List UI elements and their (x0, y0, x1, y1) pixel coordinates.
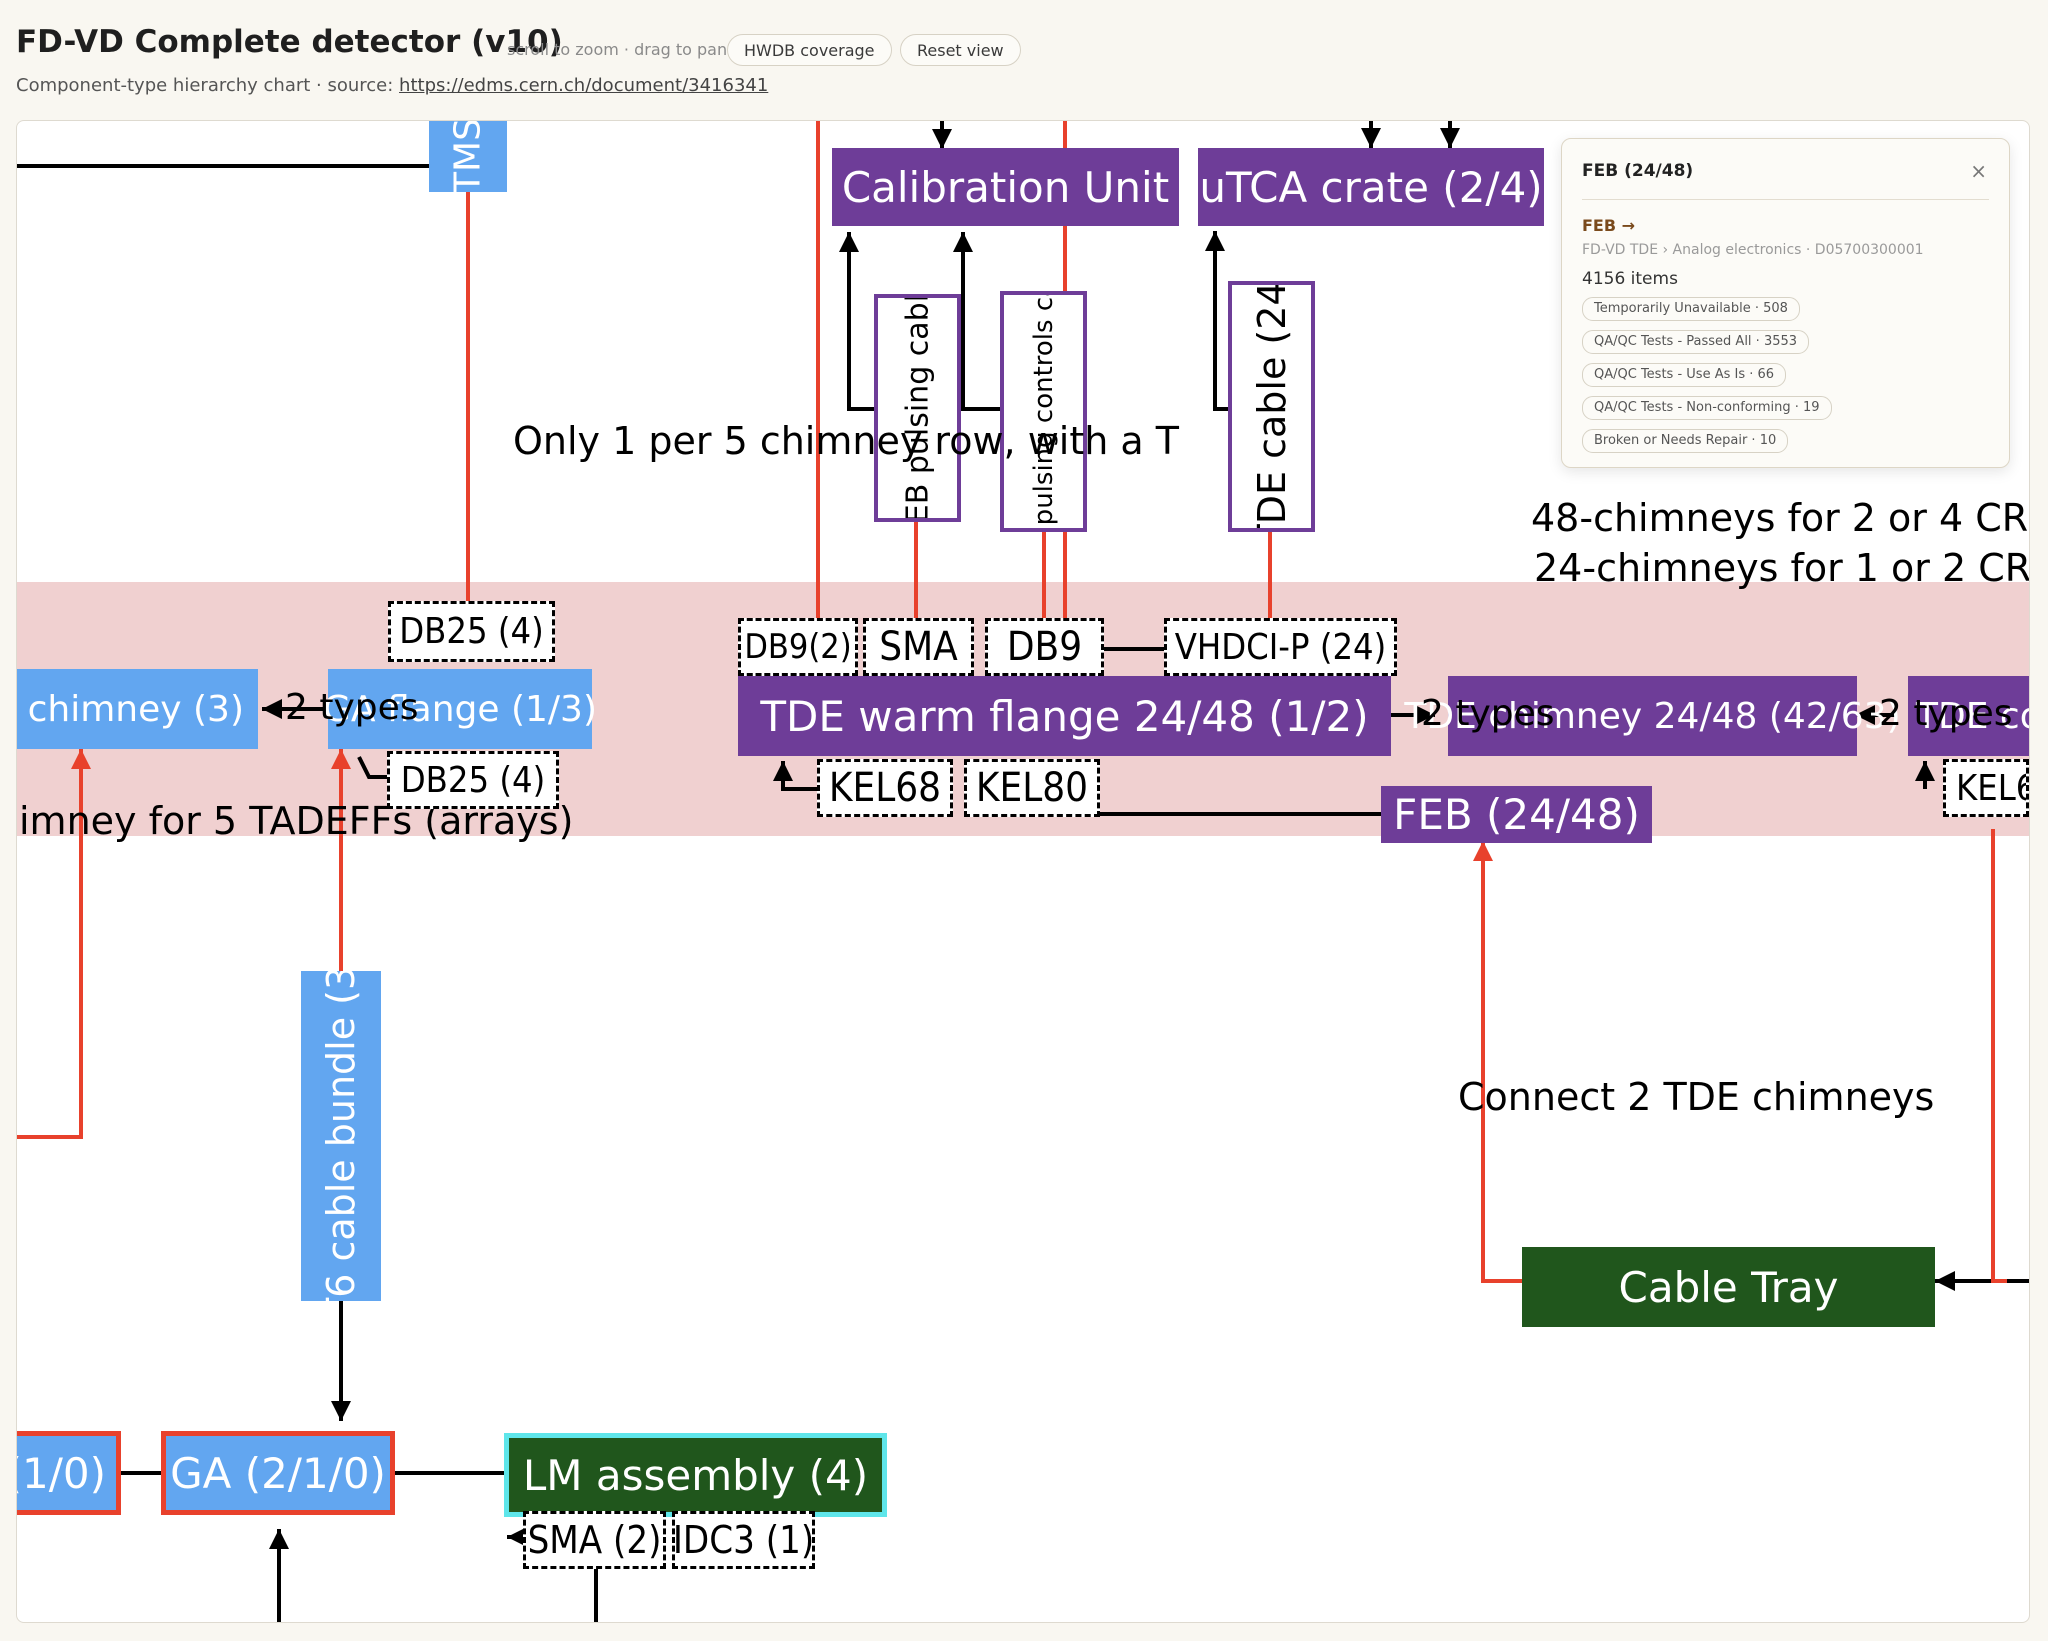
node-t6-cable-bundle[interactable]: T6 cable bundle (3) (301, 971, 381, 1301)
subtitle-prefix: Component-type hierarchy chart · source: (16, 75, 400, 96)
edge-kel-to-warm-flange (773, 761, 817, 791)
node-utca-crate[interactable]: uTCA crate (2/4) (1198, 148, 1544, 226)
edge-red-left-to-ns-chimney (17, 749, 91, 1139)
node-ga-left[interactable]: (1/0) (17, 1431, 121, 1515)
annotation-48-chimneys: 48-chimneys for 2 or 4 CRP (1531, 496, 2030, 540)
port-vhdci[interactable]: VHDCI-P (24) (1164, 618, 1397, 676)
port-sma-2[interactable]: SMA (2) (523, 1511, 666, 1569)
page-title: FD-VD Complete detector (v10) (16, 24, 563, 60)
label-two-types-left: 2 types (285, 687, 419, 728)
status-chip[interactable]: Broken or Needs Repair · 10 (1582, 429, 1789, 453)
node-tde-right[interactable]: TDE col (1908, 676, 2029, 756)
page-subtitle: Component-type hierarchy chart · source:… (16, 75, 768, 96)
info-panel-divider (1582, 199, 1989, 200)
node-tde-cable[interactable]: TDE cable (24) (1228, 281, 1315, 532)
node-ns-chimney[interactable]: NS chimney (3) (17, 669, 258, 749)
annotation-24-chimneys: 24-chimneys for 1 or 2 CRP (1534, 546, 2030, 590)
port-sma[interactable]: SMA (863, 618, 974, 676)
info-panel-path: FD-VD TDE › Analog electronics · D057003… (1582, 242, 1924, 258)
port-db9[interactable]: DB9 (985, 618, 1104, 676)
status-chip[interactable]: Temporarily Unavailable · 508 (1582, 297, 1800, 321)
edge-red-cable-tray-to-feb (1473, 841, 1522, 1283)
edge-feb-pulsing-to-calibration (839, 232, 874, 411)
port-kel-right[interactable]: KEL6 (1943, 759, 2029, 817)
node-lm-assembly[interactable]: LM assembly (4) (504, 1433, 887, 1517)
node-cable-tray[interactable]: Cable Tray (1522, 1247, 1935, 1327)
info-panel-count: 4156 items (1582, 269, 1678, 289)
zoom-hint: scroll to zoom · drag to pan (507, 40, 728, 59)
label-two-types-mid: 2 types (1421, 693, 1555, 734)
close-icon[interactable]: × (1970, 159, 1987, 183)
hwdb-coverage-button[interactable]: HWDB coverage (727, 34, 892, 66)
diagram-edges (17, 121, 2029, 1622)
node-tms[interactable]: TMS (429, 121, 507, 192)
source-link[interactable]: https://edms.cern.ch/document/3416341 (399, 75, 769, 96)
node-tde-warm-flange[interactable]: TDE warm flange 24/48 (1/2) (738, 676, 1391, 756)
status-chips: Temporarily Unavailable · 508 QA/QC Test… (1582, 297, 1832, 462)
reset-view-button[interactable]: Reset view (900, 34, 1021, 66)
port-kel80[interactable]: KEL80 (964, 759, 1100, 817)
info-panel-link[interactable]: FEB → (1582, 216, 1636, 235)
edge-db25-to-ga-flange (357, 756, 387, 779)
node-feb-pulsing-controls-cable[interactable]: FEB pulsing controls cable (1000, 291, 1087, 532)
info-panel: FEB (24/48) × FEB → FD-VD TDE › Analog e… (1561, 138, 2010, 468)
port-db25-bottom[interactable]: DB25 (4) (387, 751, 559, 809)
label-two-types-right: 2 types (1879, 693, 2013, 734)
status-chip[interactable]: QA/QC Tests - Passed All · 3553 (1582, 330, 1810, 354)
port-db25-top[interactable]: DB25 (4) (388, 601, 555, 662)
node-calibration-unit[interactable]: Calibration Unit (832, 148, 1179, 226)
status-chip[interactable]: QA/QC Tests - Use As Is · 66 (1582, 363, 1787, 387)
node-ga[interactable]: GA (2/1/0) (161, 1431, 395, 1515)
edge-red-right-to-cable-tray (1991, 829, 2007, 1283)
port-db9-2[interactable]: DB9(2) (738, 618, 858, 676)
status-chip[interactable]: QA/QC Tests - Non-conforming · 19 (1582, 396, 1832, 420)
annotation-connect-tde: Connect 2 TDE chimneys (1458, 1075, 1935, 1119)
node-feb-pulsing-cable[interactable]: FEB pulsing cable (874, 294, 961, 522)
port-kel68[interactable]: KEL68 (817, 759, 953, 817)
annotation-only-one-per: Only 1 per 5 chimney row, with a T (513, 419, 1179, 463)
edge-feb-controls-to-calibration (953, 232, 1000, 411)
info-panel-title: FEB (24/48) (1582, 161, 1694, 181)
node-ga-flange[interactable]: GA flange (1/3) (323, 669, 597, 749)
node-feb[interactable]: FEB (24/48) (1381, 786, 1652, 843)
node-tde-chimney[interactable]: TDE chimney 24/48 (42/63) (1404, 676, 1901, 756)
port-idc3[interactable]: IDC3 (1) (672, 1511, 815, 1569)
edge-tde-cable-to-utca (1205, 231, 1228, 411)
